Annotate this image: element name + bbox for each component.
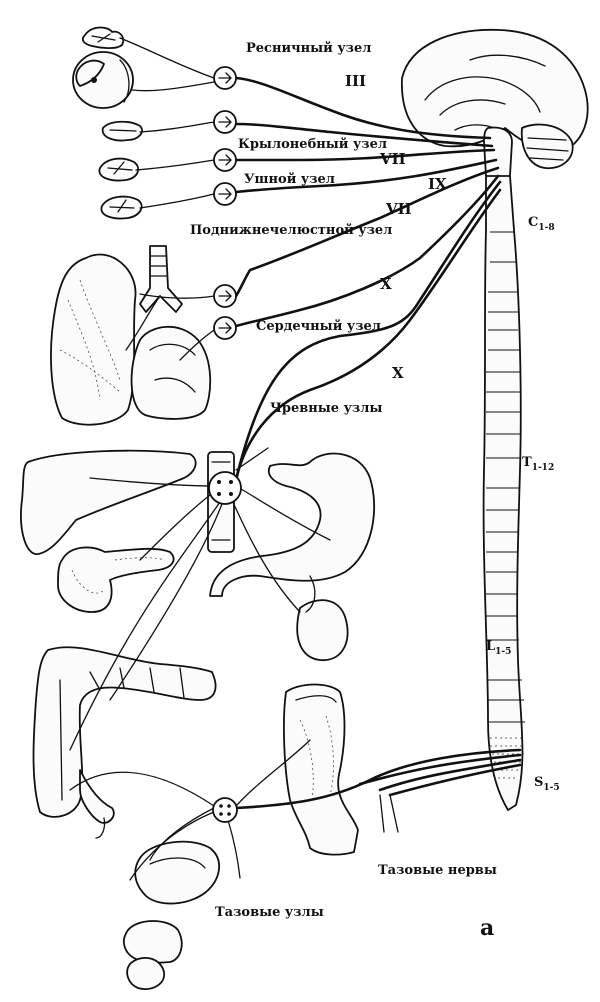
heart — [130, 325, 212, 420]
celiac-ganglion — [208, 471, 242, 505]
bladder-genitals — [122, 840, 220, 990]
label-cn-iii: III — [345, 72, 366, 90]
label-cn-x-2: X — [392, 364, 404, 382]
label-pelvic-nerves: Тазовые нервы — [378, 863, 497, 878]
label-submandibular-ganglion: Поднижнечелюстной узел — [190, 223, 392, 238]
label-segment-thoracic: T1-12 — [522, 455, 554, 473]
eye — [72, 51, 134, 109]
pancreas-duodenum — [57, 546, 175, 613]
label-ciliary-ganglion: Ресничный узел — [246, 41, 371, 56]
ganglia — [208, 66, 242, 823]
label-segment-sacral: S1-5 — [534, 775, 560, 793]
figure-letter: а — [480, 915, 494, 941]
label-cardiac-ganglion: Сердечный узел — [256, 319, 381, 334]
parotid-gland — [98, 157, 140, 182]
label-pterygopalatine-ganglion: Крылонебный узел — [238, 137, 387, 152]
rectum-sigmoid — [283, 683, 359, 856]
submandibular-gland — [100, 195, 143, 220]
lung — [50, 253, 137, 426]
nerve-fibers — [234, 76, 522, 810]
spinal-cord — [482, 175, 525, 811]
label-cn-vii-1: VII — [379, 150, 406, 168]
postganglionic-fibers — [69, 37, 399, 881]
lacrimal-gland — [81, 26, 125, 50]
label-pelvic-ganglia: Тазовые узлы — [215, 905, 324, 920]
pterygopalatine-gland — [101, 120, 143, 142]
trachea — [139, 245, 183, 313]
label-celiac-ganglia: Чревные узлы — [270, 401, 382, 416]
label-segment-cervical: C1-8 — [528, 215, 555, 233]
label-cn-x-1: X — [380, 275, 392, 293]
colon — [32, 646, 217, 839]
label-otic-ganglion: Ушной узел — [244, 172, 335, 187]
spleen-kidney — [296, 575, 349, 661]
label-segment-lumbar: L1-5 — [486, 639, 511, 657]
sacral-stipple — [490, 737, 524, 779]
label-cn-vii-2: VII — [385, 200, 412, 218]
pelvic-ganglion — [212, 797, 238, 823]
stomach — [209, 452, 376, 597]
liver — [20, 449, 197, 555]
label-cn-ix: IX — [428, 175, 447, 193]
